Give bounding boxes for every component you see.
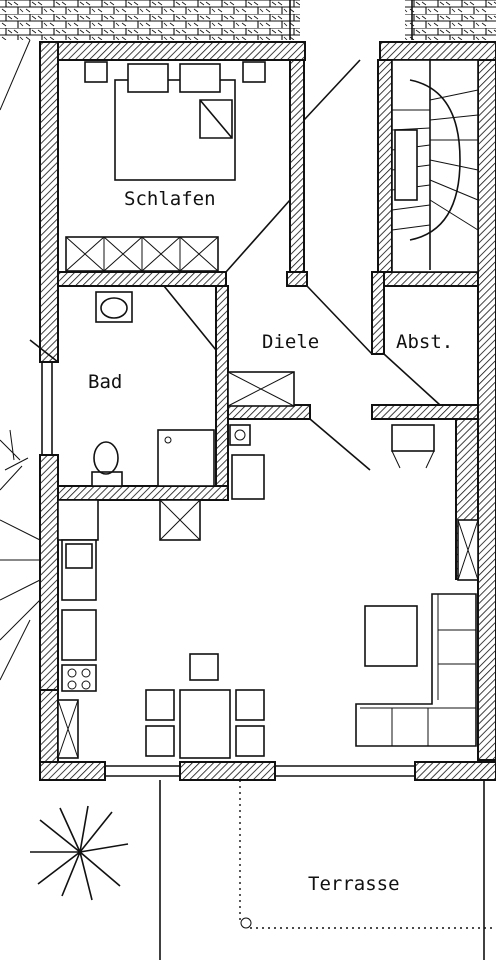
room-label-schlafen: Schlafen [124, 188, 216, 210]
utility-basin [377, 200, 435, 469]
plant [30, 805, 129, 901]
room-label-diele: Diele [262, 331, 319, 353]
room-label-terrasse: Terrasse [308, 873, 400, 895]
doors [29, 59, 441, 777]
bed [84, 61, 266, 181]
hall-cabinet [227, 371, 295, 500]
staircase [391, 59, 479, 273]
kitchen [57, 499, 201, 759]
side-shrub [0, 429, 41, 681]
bath-fixtures [91, 291, 215, 487]
outdoor-paving [0, 0, 496, 111]
sofa [355, 519, 479, 747]
dining-set [145, 653, 265, 759]
terrace [159, 780, 496, 960]
room-label-bad: Bad [88, 371, 122, 393]
room-label-abst: Abst. [396, 331, 453, 353]
wardrobe [65, 236, 219, 272]
